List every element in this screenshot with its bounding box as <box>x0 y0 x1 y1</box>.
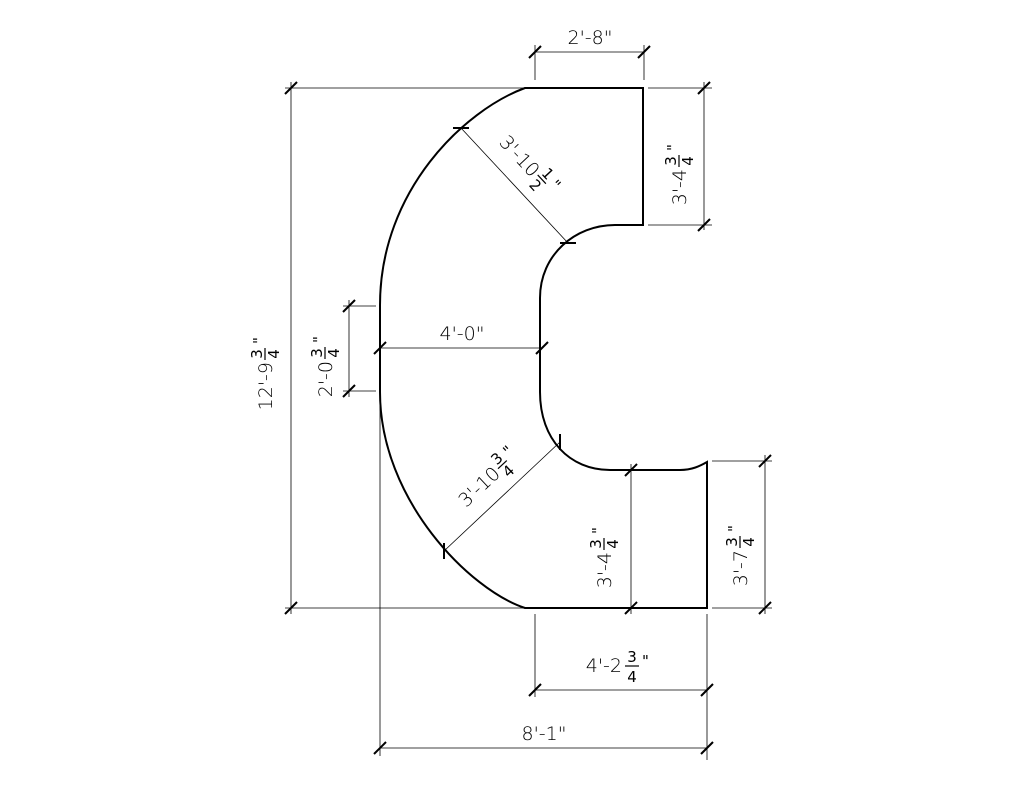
dim-diag-upper: 3'-10 1 2 " <box>453 127 576 244</box>
dim-top-width: 2'-8" <box>528 27 651 80</box>
dim-bottom-width: 4'-2 3 4 " <box>528 614 714 760</box>
dim-left-straight-unit: " <box>310 336 328 343</box>
dim-lower-inner-height-unit: " <box>589 527 607 534</box>
dim-right-top-height-num: 3 <box>662 156 680 166</box>
dim-bottom-width-unit: " <box>642 652 649 670</box>
dim-bottom-width-whole: 4'-2 <box>586 655 622 677</box>
dim-top-width-label: 2'-8" <box>568 27 613 49</box>
dim-overall-width-label: 8'-1" <box>522 723 567 745</box>
dim-left-straight-whole: 2'-0 <box>315 361 337 397</box>
dim-diag-lower: 3'-10 3 4 " <box>443 434 561 559</box>
dim-lower-inner-height-den: 4 <box>604 539 622 549</box>
dim-overall-height: 12'-9 3 4 " <box>248 81 525 615</box>
dim-left-straight: 2'-0 3 4 " <box>308 299 376 398</box>
dim-lower-inner-height-whole: 3'-4 <box>594 552 616 588</box>
dim-lower-inner-height-num: 3 <box>587 539 605 549</box>
dim-overall-width: 8'-1" <box>373 400 714 756</box>
dim-overall-height-num: 3 <box>248 349 266 359</box>
dim-middle-width: 4'-0" <box>373 323 549 355</box>
dim-left-straight-num: 3 <box>308 348 326 358</box>
dim-bottom-width-den: 4 <box>627 668 637 686</box>
dim-lower-outer-height-num: 3 <box>723 537 741 547</box>
dim-lower-outer-height-whole: 3'-7 <box>730 550 752 586</box>
dim-overall-height-whole: 12'-9 <box>255 362 277 410</box>
dim-diag-lower-whole: 3'-10 <box>454 463 504 512</box>
dim-left-straight-den: 4 <box>325 348 343 358</box>
dim-diag-upper-whole: 3'-10 <box>495 131 544 181</box>
dim-overall-height-unit: " <box>250 337 268 344</box>
dim-right-top-height-den: 4 <box>679 156 697 166</box>
dim-bottom-width-num: 3 <box>627 648 637 666</box>
countertop-outline <box>379 87 708 609</box>
dim-right-top-height-whole: 3'-4 <box>669 169 691 205</box>
dim-right-top-height: 3'-4 3 4 " <box>648 81 712 232</box>
dim-lower-outer-height: 3'-7 3 4 " <box>712 454 772 615</box>
dim-lower-outer-height-unit: " <box>725 525 743 532</box>
dim-right-top-height-unit: " <box>664 144 682 151</box>
dim-middle-width-label: 4'-0" <box>440 323 485 345</box>
dim-overall-height-den: 4 <box>265 349 283 359</box>
dim-lower-inner-height: 3'-4 3 4 " <box>587 463 638 615</box>
dim-lower-outer-height-den: 4 <box>740 537 758 547</box>
